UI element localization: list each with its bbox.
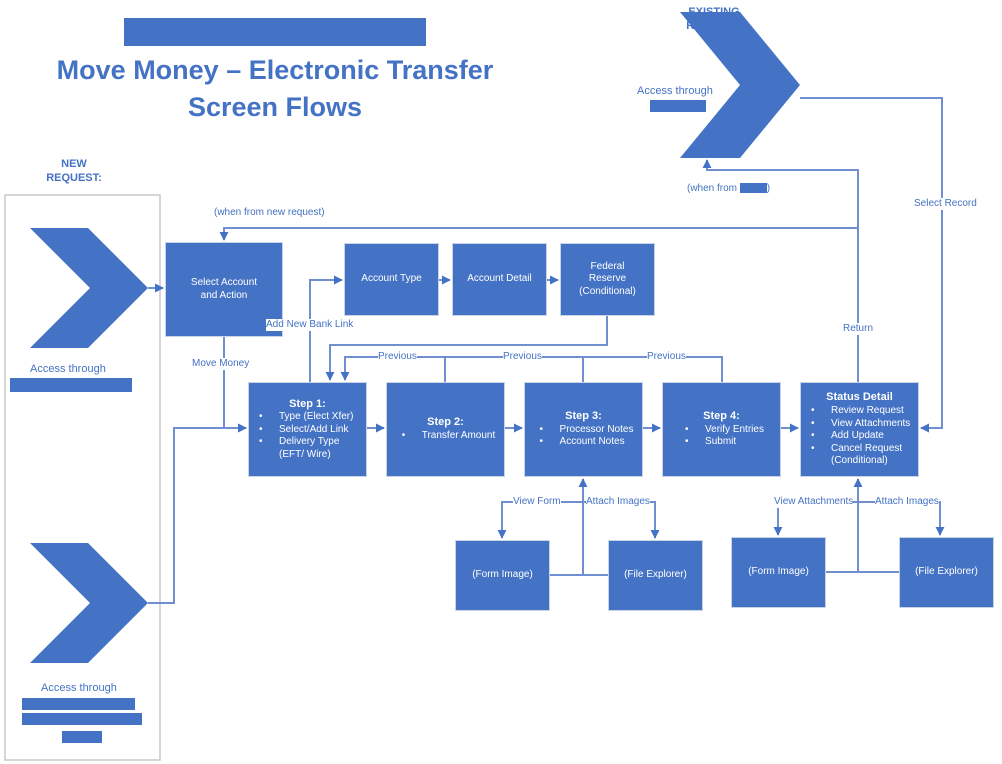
move-money-label: Move Money [192, 358, 250, 370]
view-form-label: View Form [513, 496, 561, 508]
step-item: Processor Notes [540, 424, 634, 437]
file-explorer-box[interactable]: (File Explorer) [608, 540, 703, 611]
step-title: Step 3: [565, 410, 602, 423]
box-label: Account Type [361, 273, 422, 285]
new-request-panel [4, 194, 161, 761]
view-attachments-label: View Attachments [774, 496, 854, 508]
step1-box[interactable]: Step 1:Type (Elect Xfer)Select/Add LinkD… [248, 382, 367, 477]
redacted-bar [650, 100, 706, 112]
return-label: Return [843, 323, 874, 335]
existing-request-header: EXISTING REQUEST: [686, 6, 742, 32]
when-from-label: (when from ) [687, 183, 771, 195]
step-title: Step 2: [427, 416, 464, 429]
step-item: Delivery Type (EFT/ Wire) [259, 436, 362, 461]
step-title: Status Detail [826, 391, 893, 404]
step-title: Step 1: [289, 397, 326, 410]
step-item: Submit [685, 436, 764, 449]
select-record-label: Select Record [914, 198, 977, 210]
box-label: (File Explorer) [624, 569, 687, 581]
existing-chevron [680, 12, 800, 158]
step-item: Cancel Request (Conditional) [811, 443, 914, 468]
previous-label: Previous [647, 351, 686, 363]
file-explorer-box[interactable]: (File Explorer) [899, 537, 994, 608]
account-type-box[interactable]: Account Type [344, 243, 439, 316]
new-request-header: NEW REQUEST: [46, 158, 102, 184]
redacted-bar [22, 713, 142, 725]
box-label: Federal Reserve (Conditional) [579, 260, 636, 297]
box-label: (Form Image) [472, 569, 533, 581]
when-from-new-label: (when from new request) [214, 207, 325, 219]
box-label: (File Explorer) [915, 566, 978, 578]
step-item: View Attachments [811, 418, 914, 431]
redacted-bar [124, 18, 426, 46]
step2-box[interactable]: Step 2:Transfer Amount [386, 382, 505, 477]
step-item: Select/Add Link [259, 424, 362, 437]
redacted-bar [62, 731, 102, 743]
step-item: Type (Elect Xfer) [259, 411, 362, 424]
new-chevron-2 [30, 543, 148, 663]
select-account-box[interactable]: Select Account and Action [165, 242, 283, 337]
attach-images-label: Attach Images [586, 496, 650, 508]
form-image-box[interactable]: (Form Image) [731, 537, 826, 608]
previous-label: Previous [503, 351, 542, 363]
attach-images-label: Attach Images [875, 496, 939, 508]
redacted-bar [10, 378, 132, 392]
page-subtitle: Screen Flows [187, 92, 363, 122]
box-label: Select Account and Action [190, 277, 258, 301]
step3-box[interactable]: Step 3:Processor NotesAccount Notes [524, 382, 643, 477]
step-item: Transfer Amount [402, 430, 496, 443]
box-label: Account Detail [467, 273, 532, 285]
new-access-label-1: Access through [30, 363, 106, 375]
federal-reserve-box[interactable]: Federal Reserve (Conditional) [560, 243, 655, 316]
form-image-box[interactable]: (Form Image) [455, 540, 550, 611]
status-detail-box[interactable]: Status DetailReview RequestView Attachme… [800, 382, 919, 477]
step-item: Review Request [811, 405, 914, 418]
page-title: Move Money – Electronic Transfer [56, 55, 494, 85]
new-chevron-1 [30, 228, 148, 348]
box-label: (Form Image) [748, 566, 809, 578]
account-detail-box[interactable]: Account Detail [452, 243, 547, 316]
previous-label: Previous [378, 351, 417, 363]
new-access-label-2: Access through [41, 682, 117, 694]
step-item: Verify Entries [685, 424, 764, 437]
add-new-bank-link-label: Add New Bank Link [266, 319, 354, 331]
step-item: Add Update [811, 430, 914, 443]
step-title: Step 4: [703, 410, 740, 423]
redacted-bar [22, 698, 135, 710]
step4-box[interactable]: Step 4:Verify EntriesSubmit [662, 382, 781, 477]
step-item: Account Notes [540, 436, 634, 449]
existing-access-label: Access through [637, 85, 713, 97]
